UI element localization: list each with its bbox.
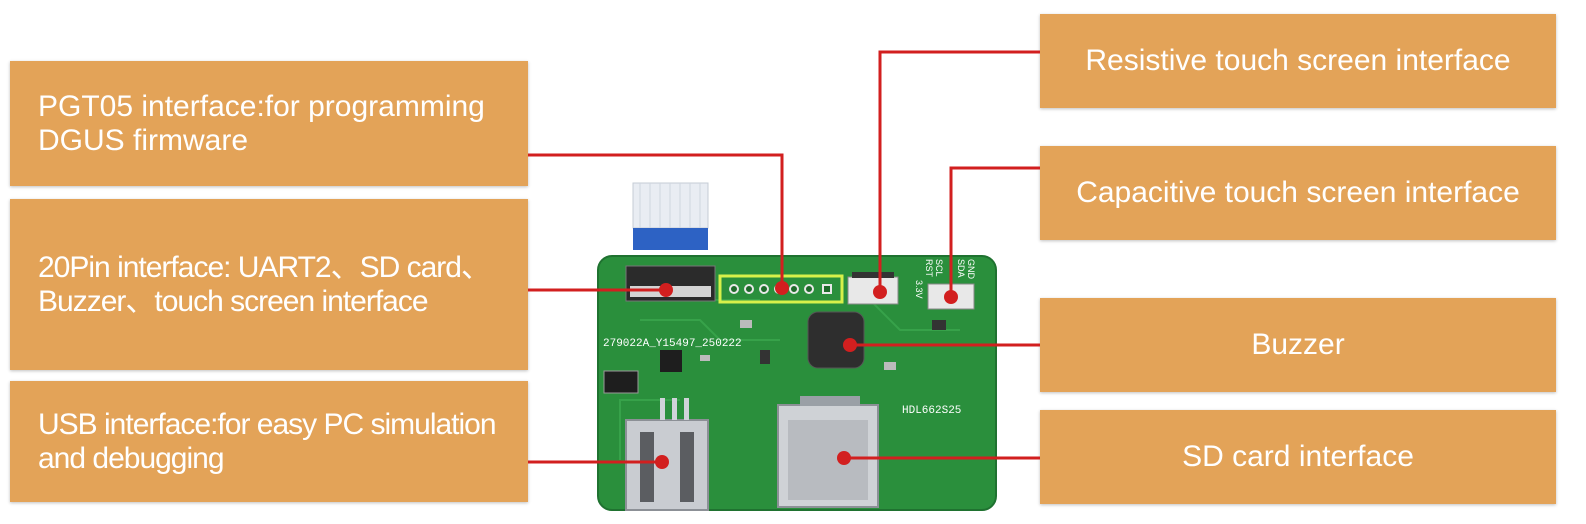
callout-capacitive-touch: Capacitive touch screen interface [1040,146,1556,240]
pin-label-sda: SDA [956,259,966,278]
callout-20pin-label: 20Pin interface: UART2、SD card、 Buzzer、t… [38,250,491,318]
leader-lines [528,50,1040,464]
dot-resistive [873,285,887,299]
leader-line-resistive [878,50,1040,290]
dot-sdcard [837,451,851,465]
callout-20pin-interface: 20Pin interface: UART2、SD card、 Buzzer、t… [10,199,528,370]
callout-resistive-label: Resistive touch screen interface [1085,44,1511,77]
pin-label-rst: RST [924,259,934,278]
dot-buzzer [843,338,857,352]
callout-capacitive-label: Capacitive touch screen interface [1076,176,1520,209]
callout-usb-interface: USB interface:for easy PC simulation and… [10,381,528,502]
ribbon-cable [632,182,709,250]
callout-sd-card: SD card interface [1040,410,1556,504]
resistive-touch-connector [847,276,899,305]
callout-buzzer: Buzzer [1040,298,1556,392]
callout-pgt05-label: PGT05 interface:for programming DGUS fir… [38,89,485,157]
buzzer-component [807,311,865,369]
pin-label-scl: SCL [934,259,944,277]
leader-line-capacitive [949,166,1040,297]
dot-capacitive [944,290,958,304]
silk-part-number: 279022A_Y15497_250222 [603,338,742,350]
leader-dots [655,281,958,469]
dot-pgt05 [775,281,789,295]
dot-usb [655,455,669,469]
pin-label-gnd: GND [966,259,976,280]
pin-label-3v3: 3.3V [914,280,924,299]
callout-usb-label: USB interface:for easy PC simulation and… [38,407,497,475]
callout-resistive-touch: Resistive touch screen interface [1040,14,1556,108]
callout-pgt05-interface: PGT05 interface:for programming DGUS fir… [10,61,528,186]
silk-board-id: HDL662S25 [902,405,961,417]
callout-buzzer-label: Buzzer [1251,328,1345,361]
dot-20pin [659,283,673,297]
leader-line-pgt05 [528,153,784,286]
callout-sdcard-label: SD card interface [1182,440,1414,473]
